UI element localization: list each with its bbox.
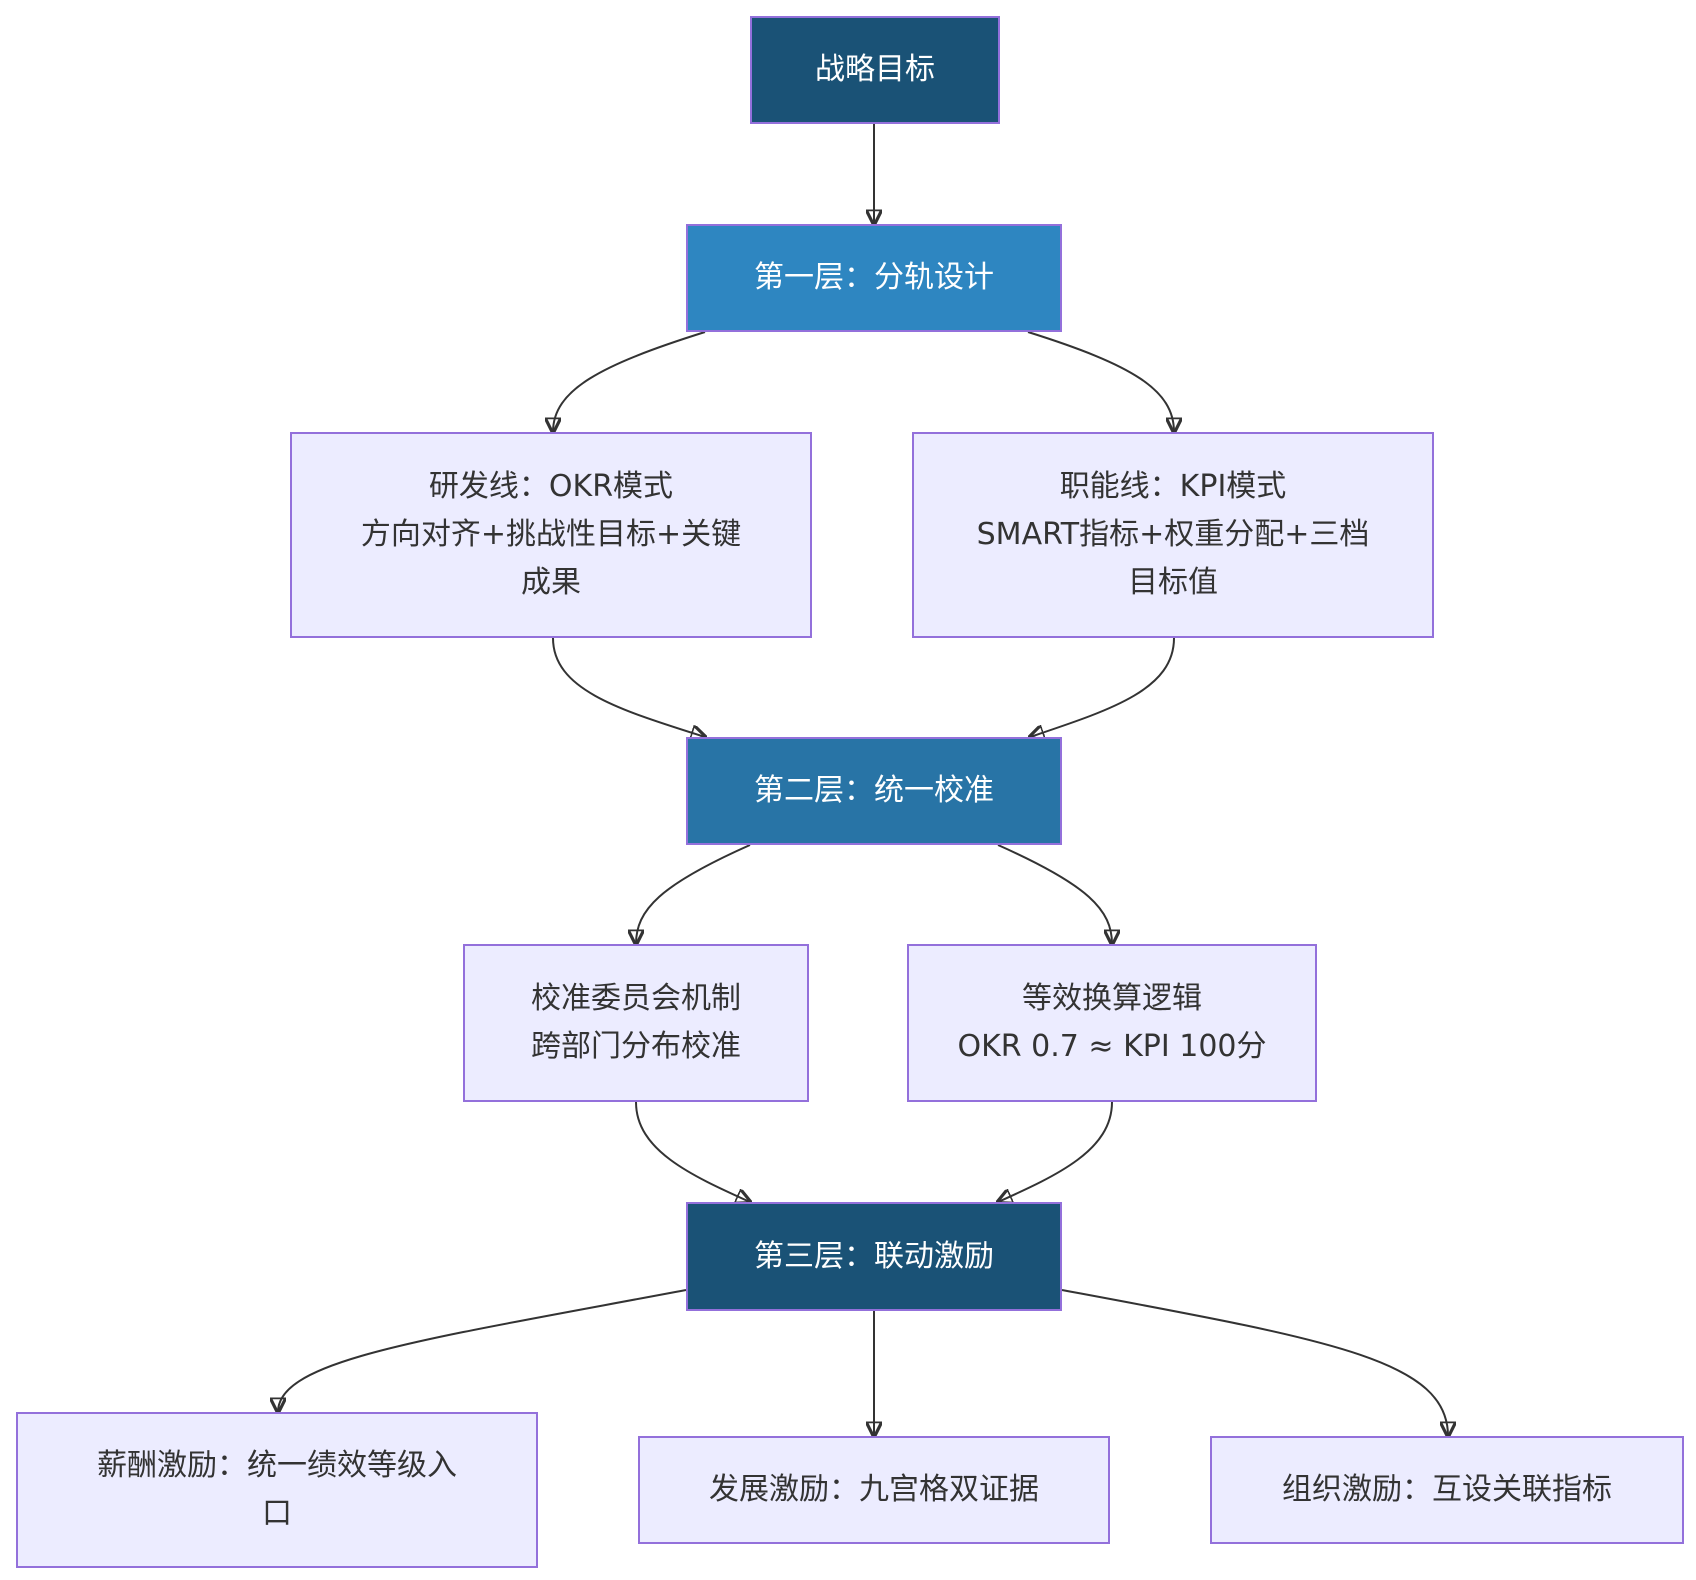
node-equivalence-logic: 等效换算逻辑 OKR 0.7 ≈ KPI 100分 bbox=[907, 944, 1317, 1102]
edge-layer2-equiv bbox=[997, 844, 1112, 944]
node-pay-incentive: 薪酬激励：统一绩效等级入 口 bbox=[16, 1412, 538, 1568]
node-committee-label: 校准委员会机制 跨部门分布校准 bbox=[531, 981, 741, 1064]
node-strategy-goal: 战略目标 bbox=[750, 16, 1000, 124]
edge-layer3-pay bbox=[278, 1289, 687, 1412]
node-organization-incentive: 组织激励：互设关联指标 bbox=[1210, 1436, 1684, 1544]
node-calibration-committee: 校准委员会机制 跨部门分布校准 bbox=[463, 944, 809, 1102]
node-development-incentive: 发展激励：九宫格双证据 bbox=[638, 1436, 1110, 1544]
node-equivalence-label: 等效换算逻辑 OKR 0.7 ≈ KPI 100分 bbox=[957, 981, 1267, 1064]
node-development-label: 发展激励：九宫格双证据 bbox=[709, 1472, 1039, 1507]
node-layer2-calibration: 第二层：统一校准 bbox=[686, 737, 1062, 845]
node-strategy-goal-label: 战略目标 bbox=[815, 52, 935, 87]
node-layer3-label: 第三层：联动激励 bbox=[754, 1238, 994, 1274]
node-pay-label: 薪酬激励：统一绩效等级入 口 bbox=[97, 1448, 457, 1531]
node-layer3-incentive: 第三层：联动激励 bbox=[686, 1202, 1062, 1311]
edge-rd-layer2 bbox=[552, 637, 705, 737]
edge-layer1-rd bbox=[553, 331, 706, 432]
edge-layer3-organization bbox=[1061, 1289, 1448, 1436]
node-func-line: 职能线：KPI模式 SMART指标+权重分配+三档 目标值 bbox=[912, 432, 1434, 638]
node-layer1-track-design: 第一层：分轨设计 bbox=[686, 224, 1062, 332]
edge-layer2-committee bbox=[636, 844, 751, 944]
node-func-line-label: 职能线：KPI模式 SMART指标+权重分配+三档 目标值 bbox=[976, 469, 1370, 600]
edge-layer1-func bbox=[1027, 331, 1174, 432]
edge-func-layer2 bbox=[1030, 637, 1175, 737]
node-layer2-label: 第二层：统一校准 bbox=[754, 773, 994, 808]
node-rd-line: 研发线：OKR模式 方向对齐+挑战性目标+关键 成果 bbox=[290, 432, 812, 638]
edge-committee-layer3 bbox=[635, 1101, 750, 1202]
node-rd-line-label: 研发线：OKR模式 方向对齐+挑战性目标+关键 成果 bbox=[360, 469, 742, 600]
edge-equiv-layer3 bbox=[998, 1101, 1113, 1202]
node-layer1-label: 第一层：分轨设计 bbox=[754, 260, 994, 295]
node-organization-label: 组织激励：互设关联指标 bbox=[1282, 1472, 1612, 1507]
